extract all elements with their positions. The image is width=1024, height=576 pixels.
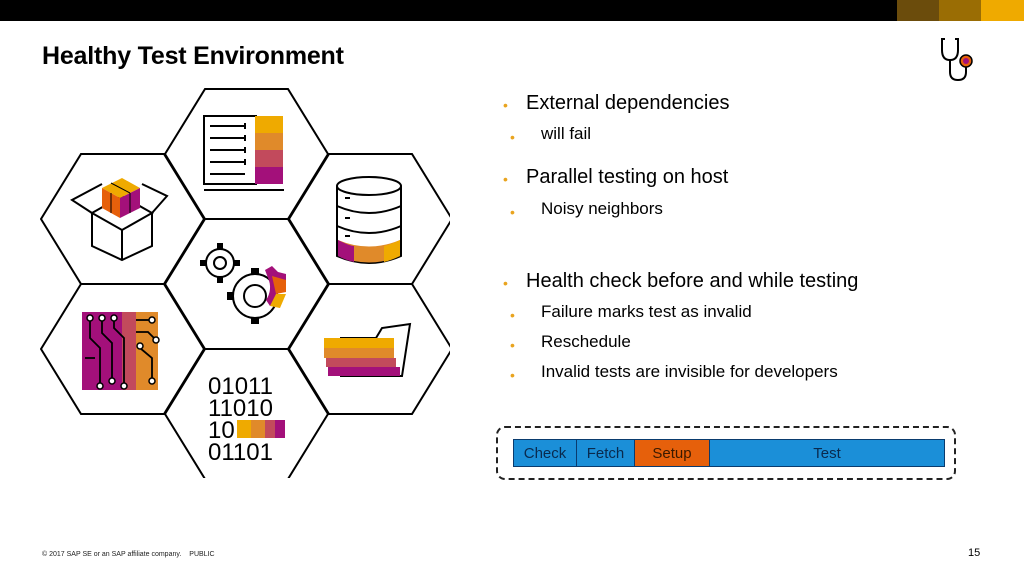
footer-copyright: © 2017 SAP SE or an SAP affiliate compan… bbox=[42, 551, 182, 558]
pipeline-container bbox=[496, 426, 956, 480]
bullet-dot-icon: • bbox=[510, 367, 515, 383]
bullet-text: External dependencies bbox=[526, 92, 730, 114]
binary-line-1: 01011 bbox=[208, 373, 273, 400]
gears-icon bbox=[200, 243, 286, 324]
slide-title: Healthy Test Environment bbox=[42, 42, 344, 70]
pipeline-stage-check: Check bbox=[513, 439, 577, 467]
top-color-bar bbox=[0, 0, 1024, 21]
sub-bullet-text: Reschedule bbox=[541, 332, 631, 351]
bullet-dot-icon: • bbox=[510, 129, 515, 145]
pipeline-stage-fetch: Fetch bbox=[576, 439, 635, 467]
package-box-icon bbox=[70, 178, 169, 262]
binary-code-icon: 01011 11010 10 01101 bbox=[208, 373, 285, 466]
document-list-icon bbox=[203, 115, 284, 191]
binary-line-2: 11010 bbox=[208, 395, 273, 422]
hexagon-cluster-graphic: 01011 11010 10 01101 bbox=[39, 88, 454, 480]
bar-segment-gold bbox=[981, 0, 1024, 21]
footer-copyright-line: © 2017 SAP SE or an SAP affiliate compan… bbox=[42, 551, 215, 558]
pipeline-stage-setup: Setup bbox=[634, 439, 710, 467]
bullet-text: Parallel testing on host bbox=[526, 166, 729, 188]
hexagon-icon-cluster: 01011 11010 10 01101 bbox=[39, 88, 454, 480]
bullet-dot-icon: • bbox=[503, 171, 508, 187]
bullet-dot-icon: • bbox=[503, 275, 508, 291]
bullet-dot-icon: • bbox=[510, 204, 515, 220]
stethoscope-icon bbox=[941, 38, 973, 82]
hex-left-upper bbox=[39, 153, 206, 285]
bullet-dot-icon: • bbox=[503, 97, 508, 113]
sub-bullet-text: Invalid tests are invisible for develope… bbox=[541, 362, 838, 381]
binary-line-3: 10 bbox=[208, 417, 235, 444]
sub-bullet-text: Failure marks test as invalid bbox=[541, 302, 752, 321]
hex-center bbox=[163, 218, 330, 350]
database-icon bbox=[336, 176, 402, 264]
bar-segment-dark-gold bbox=[897, 0, 939, 21]
binary-line-4: 01101 bbox=[208, 439, 273, 466]
bar-segment-mid-gold bbox=[939, 0, 981, 21]
folder-icon bbox=[324, 322, 412, 377]
bullet-dot-icon: • bbox=[510, 337, 515, 353]
footer-classification: PUBLIC bbox=[189, 551, 215, 558]
sub-bullet-text: will fail bbox=[541, 124, 592, 143]
circuit-board-icon bbox=[82, 312, 160, 390]
bullet-text: Health check before and while testing bbox=[526, 270, 859, 292]
pipeline-stage-test: Test bbox=[709, 439, 945, 467]
sub-bullet-text: Noisy neighbors bbox=[541, 199, 663, 218]
page-number: 15 bbox=[968, 547, 981, 559]
bullet-dot-icon: • bbox=[510, 307, 515, 323]
